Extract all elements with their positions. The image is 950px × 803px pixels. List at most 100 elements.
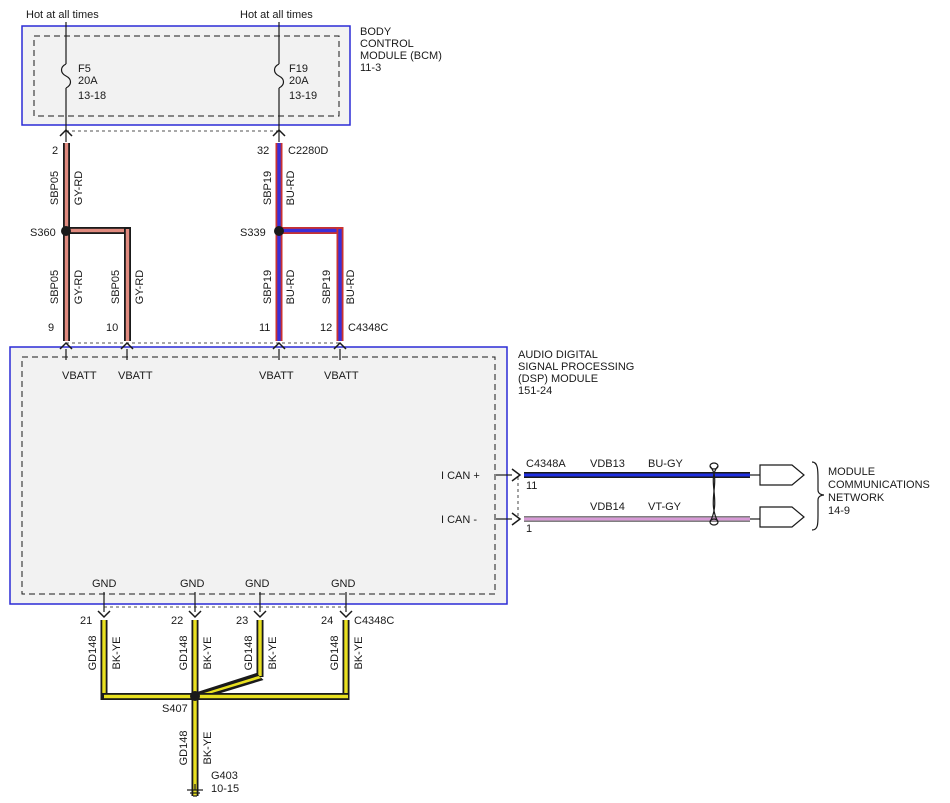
label-sbp19-pin11: SBP19: [262, 270, 274, 304]
can-hi-circuit: VDB13: [590, 458, 625, 470]
fuse-f19: [273, 22, 285, 142]
can-hi-connector-icon: [511, 468, 522, 482]
label-sbp05-pin10: SBP05: [110, 270, 122, 304]
can-hi-color: BU-GY: [648, 458, 684, 470]
bcm-pin2-connector-icon: [59, 128, 73, 137]
dsp-vbatt-pin11: VBATT: [259, 370, 294, 382]
wire-gd148-bk-ye: [100, 620, 350, 796]
label-gd148-pin22: GD148: [178, 636, 190, 671]
label-bk-ye-pin22: BK-YE: [202, 636, 214, 669]
bcm-title-line1: BODY: [360, 26, 392, 38]
dsp-vbatt-pin12: VBATT: [324, 370, 359, 382]
bcm-ref: 11-3: [360, 62, 381, 74]
dsp-ref: 151-24: [518, 385, 552, 397]
dsp-vbatt-pin10: VBATT: [118, 370, 153, 382]
network-brace-icon: [811, 461, 825, 531]
dsp-ican-minus: I CAN -: [441, 514, 477, 526]
dsp-pin22-connector-icon: [188, 610, 202, 619]
dsp-gnd-pin24: GND: [331, 578, 356, 590]
label-gd148-pin23: GD148: [243, 636, 255, 671]
network-ref: 14-9: [828, 505, 850, 517]
dsp-gnd-pin21: GND: [92, 578, 117, 590]
label-bu-rd-pin11: BU-RD: [285, 270, 297, 305]
dsp-title-line3: (DSP) MODULE: [518, 373, 598, 385]
bcm-pin-2: 2: [52, 145, 58, 157]
bcm-connector-c2280d: C2280D: [288, 145, 328, 157]
label-gd148-pin21: GD148: [87, 636, 99, 671]
label-bk-ye-ground: BK-YE: [202, 731, 214, 764]
splice-s360-label: S360: [30, 227, 56, 239]
fuse-f5-name: F5: [78, 63, 91, 75]
wire-sbp05-gy-rd: [63, 143, 131, 341]
bcm-module: [21, 25, 351, 126]
dsp-pin-12: 12: [320, 322, 332, 334]
ground-icon: [187, 784, 203, 797]
dsp-pin12-connector-icon: [333, 341, 347, 350]
splice-s360: [61, 226, 71, 236]
label-sbp05-pin9: SBP05: [49, 270, 61, 304]
fuse-f5-ref: 13-18: [78, 90, 106, 102]
network-title-line3: NETWORK: [828, 492, 885, 504]
dsp-pin-21: 21: [80, 615, 92, 627]
can-lo-color: VT-GY: [648, 501, 682, 513]
network-title-line2: COMMUNICATIONS: [828, 479, 930, 491]
dsp-module: [9, 346, 508, 605]
dsp-pin21-connector-icon: [97, 610, 111, 619]
dsp-pin-9: 9: [48, 322, 54, 334]
label-gy-rd-pin9: GY-RD: [73, 270, 85, 304]
label-gy-rd-pin10: GY-RD: [134, 270, 146, 304]
label-bk-ye-pin23: BK-YE: [267, 636, 279, 669]
dsp-pin-24: 24: [321, 615, 333, 627]
label-sbp19-upper: SBP19: [262, 171, 274, 205]
label-gy-rd-upper: GY-RD: [73, 171, 85, 205]
label-bk-ye-pin21: BK-YE: [111, 636, 123, 669]
bcm-pin32-connector-icon: [272, 128, 286, 137]
dsp-title-line1: AUDIO DIGITAL: [518, 349, 598, 361]
can-pin-11: 11: [526, 480, 537, 492]
dsp-pin24-connector-icon: [339, 610, 353, 619]
fuse-f19-amps: 20A: [289, 75, 309, 87]
splice-s407-label: S407: [162, 703, 188, 715]
dsp-pin10-connector-icon: [120, 341, 134, 350]
dsp-pin9-connector-icon: [59, 341, 73, 350]
bcm-pin-32: 32: [257, 145, 269, 157]
label-sbp19-pin12: SBP19: [321, 270, 333, 304]
supply-label-left: Hot at all times: [26, 9, 99, 21]
dsp-title-line2: SIGNAL PROCESSING: [518, 361, 634, 373]
splice-s407: [190, 691, 200, 701]
wire-vdb14-vt-gy: [524, 516, 750, 522]
can-connector-c4348a: C4348A: [526, 458, 566, 470]
bcm-title-line3: MODULE (BCM): [360, 50, 442, 62]
dsp-pin-22: 22: [171, 615, 183, 627]
dsp-pin23-connector-icon: [253, 610, 267, 619]
label-gd148-pin24: GD148: [329, 636, 341, 671]
ground-g403: G403: [211, 770, 238, 782]
dsp-vbatt-pin9: VBATT: [62, 370, 97, 382]
twisted-pair-icon: [709, 462, 719, 526]
label-sbp05-upper: SBP05: [49, 171, 61, 205]
dsp-pin11-connector-icon: [272, 341, 286, 350]
splice-s339-label: S339: [240, 227, 266, 239]
label-bu-rd-upper: BU-RD: [285, 171, 297, 206]
splice-s339: [274, 226, 284, 236]
dsp-gnd-pin22: GND: [180, 578, 205, 590]
fuse-f5-amps: 20A: [78, 75, 98, 87]
label-bu-rd-pin12: BU-RD: [345, 270, 357, 305]
dsp-pin-10: 10: [106, 322, 118, 334]
label-bk-ye-pin24: BK-YE: [353, 636, 365, 669]
wire-vdb13-bu-gy: [524, 472, 750, 478]
can-lo-connector-icon: [511, 512, 522, 526]
label-gd148-ground: GD148: [178, 731, 190, 766]
dsp-pin-11: 11: [259, 322, 270, 334]
supply-label-right: Hot at all times: [240, 9, 313, 21]
dsp-pin-23: 23: [236, 615, 248, 627]
dsp-gnd-pin23: GND: [245, 578, 270, 590]
fuse-f19-name: F19: [289, 63, 308, 75]
dsp-ican-plus: I CAN +: [441, 470, 480, 482]
can-pin-1: 1: [526, 523, 532, 535]
network-title-line1: MODULE: [828, 466, 875, 478]
dsp-connector-bottom: C4348C: [354, 615, 394, 627]
wire-sbp19-bu-rd: [275, 143, 344, 341]
can-lo-circuit: VDB14: [590, 501, 625, 513]
fuse-f5: [60, 22, 72, 142]
